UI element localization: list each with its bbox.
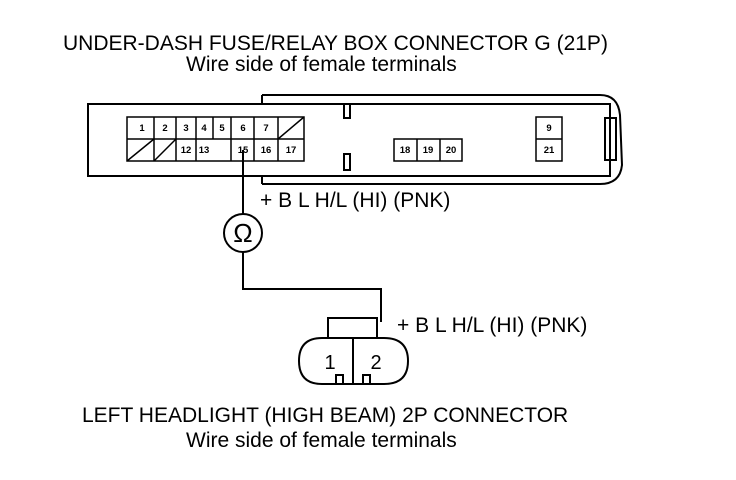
terminal-6-label: 6 xyxy=(240,123,245,134)
terminal-grid xyxy=(126,116,563,162)
terminal-2-label: 2 xyxy=(162,123,167,134)
headlight-2p-connector xyxy=(297,317,410,385)
connector-pin-2-label: 2 xyxy=(370,352,381,374)
fuse-relay-connector-g xyxy=(87,94,624,185)
terminal-18-label: 18 xyxy=(400,145,411,156)
terminal-17-label: 17 xyxy=(286,145,297,156)
terminal-1-label: 1 xyxy=(139,123,145,134)
top-connector-subtitle: Wire side of female terminals xyxy=(186,53,457,76)
bottom-connector-subtitle: Wire side of female terminals xyxy=(186,429,457,452)
terminal-13-label: 13 xyxy=(199,145,210,156)
bottom-connector-title: LEFT HEADLIGHT (HIGH BEAM) 2P CONNECTOR xyxy=(82,404,568,427)
terminal-9-label: 9 xyxy=(546,123,551,134)
terminal-16-label: 16 xyxy=(261,145,272,156)
terminal-19-label: 19 xyxy=(423,145,434,156)
terminal-20-label: 20 xyxy=(446,145,457,156)
terminal-4-label: 4 xyxy=(201,123,207,134)
ohm-symbol: Ω xyxy=(233,218,252,248)
wire-label-bottom: + B L H/L (HI) (PNK) xyxy=(397,314,587,337)
connector-pin-1-label: 1 xyxy=(324,352,335,374)
terminal-labels: 1 2 3 4 5 6 7 9 12 13 15 16 17 18 19 20 … xyxy=(139,123,555,156)
terminal-21-label: 21 xyxy=(544,145,555,156)
terminal-5-label: 5 xyxy=(219,123,225,134)
terminal-12-label: 12 xyxy=(181,145,192,156)
terminal-3-label: 3 xyxy=(183,123,188,134)
terminal-7-label: 7 xyxy=(263,123,268,134)
top-connector-title: UNDER-DASH FUSE/RELAY BOX CONNECTOR G (2… xyxy=(63,32,608,55)
ohmmeter-icon: Ω xyxy=(223,213,263,253)
test-lead-wire xyxy=(242,150,382,322)
wire-label-top: + B L H/L (HI) (PNK) xyxy=(260,189,450,212)
